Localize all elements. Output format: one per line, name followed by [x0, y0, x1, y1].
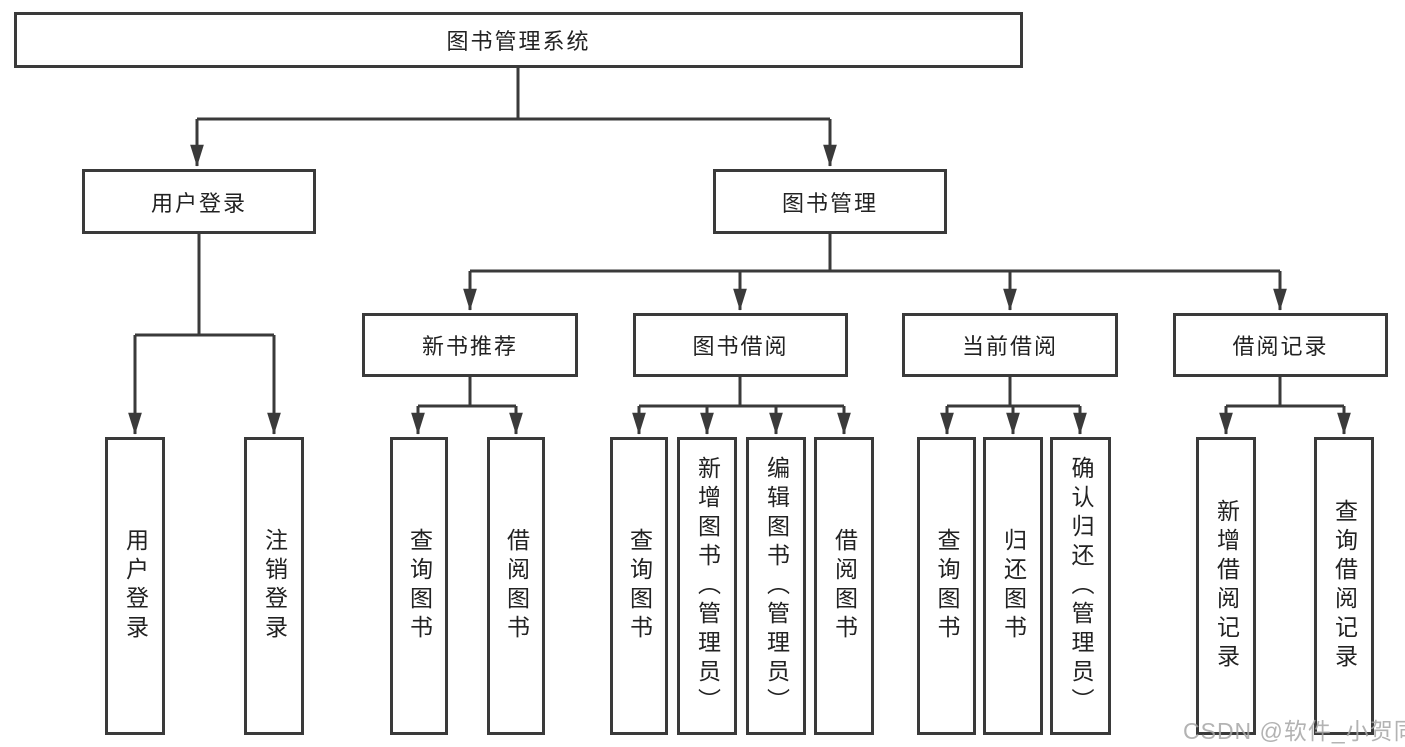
leaf-logout: 注销登录 — [244, 437, 304, 735]
node-borrowing-records: 借阅记录 — [1173, 313, 1388, 377]
leaf-user-login: 用户登录 — [105, 437, 165, 735]
leaf-return-book: 归还图书 — [983, 437, 1043, 735]
node-user-login: 用户登录 — [82, 169, 316, 234]
leaf-borrow-books-recommend: 借阅图书 — [487, 437, 545, 735]
node-label: 借阅图书 — [503, 528, 530, 644]
node-label: 注销登录 — [261, 528, 288, 644]
node-label: 借阅图书 — [831, 528, 858, 644]
leaf-borrow-books: 借阅图书 — [814, 437, 874, 735]
node-label: 用户登录 — [150, 190, 247, 216]
node-label: 查询图书 — [934, 528, 960, 644]
node-new-book-recommendation: 新书推荐 — [362, 313, 578, 377]
leaf-confirm-return-admin: 确认归还（管理员） — [1050, 437, 1111, 735]
node-label: 新书推荐 — [421, 334, 518, 359]
node-label: 确认归还（管理员） — [1068, 455, 1094, 717]
node-label: 新增借阅记录 — [1213, 499, 1240, 673]
node-label: 图书管理系统 — [446, 29, 591, 54]
node-label: 新增图书（管理员） — [694, 455, 721, 717]
node-book-management: 图书管理 — [713, 169, 947, 234]
node-label: 编辑图书（管理员） — [763, 455, 790, 717]
node-book-borrowing: 图书借阅 — [633, 313, 848, 377]
node-current-borrowing: 当前借阅 — [902, 313, 1118, 377]
leaf-query-books-current: 查询图书 — [917, 437, 976, 735]
leaf-query-books-borrow: 查询图书 — [610, 437, 668, 735]
node-label: 查询借阅记录 — [1331, 499, 1358, 673]
node-label: 图书管理 — [781, 190, 878, 216]
node-label: 图书借阅 — [692, 334, 789, 359]
node-label: 查询图书 — [626, 528, 653, 644]
leaf-add-book-admin: 新增图书（管理员） — [677, 437, 737, 735]
watermark: CSDN @软件_小贺同学 — [1183, 718, 1405, 744]
leaf-add-borrow-record: 新增借阅记录 — [1196, 437, 1256, 735]
node-label: 归还图书 — [1000, 528, 1027, 644]
node-label: 当前借阅 — [961, 334, 1058, 359]
node-label: 查询图书 — [406, 528, 433, 644]
leaf-query-borrow-record: 查询借阅记录 — [1314, 437, 1374, 735]
leaf-edit-book-admin: 编辑图书（管理员） — [746, 437, 806, 735]
leaf-query-books-recommend: 查询图书 — [390, 437, 448, 735]
node-label: 借阅记录 — [1232, 334, 1329, 359]
node-label: 用户登录 — [122, 528, 149, 644]
node-library-management-system: 图书管理系统 — [14, 12, 1023, 68]
